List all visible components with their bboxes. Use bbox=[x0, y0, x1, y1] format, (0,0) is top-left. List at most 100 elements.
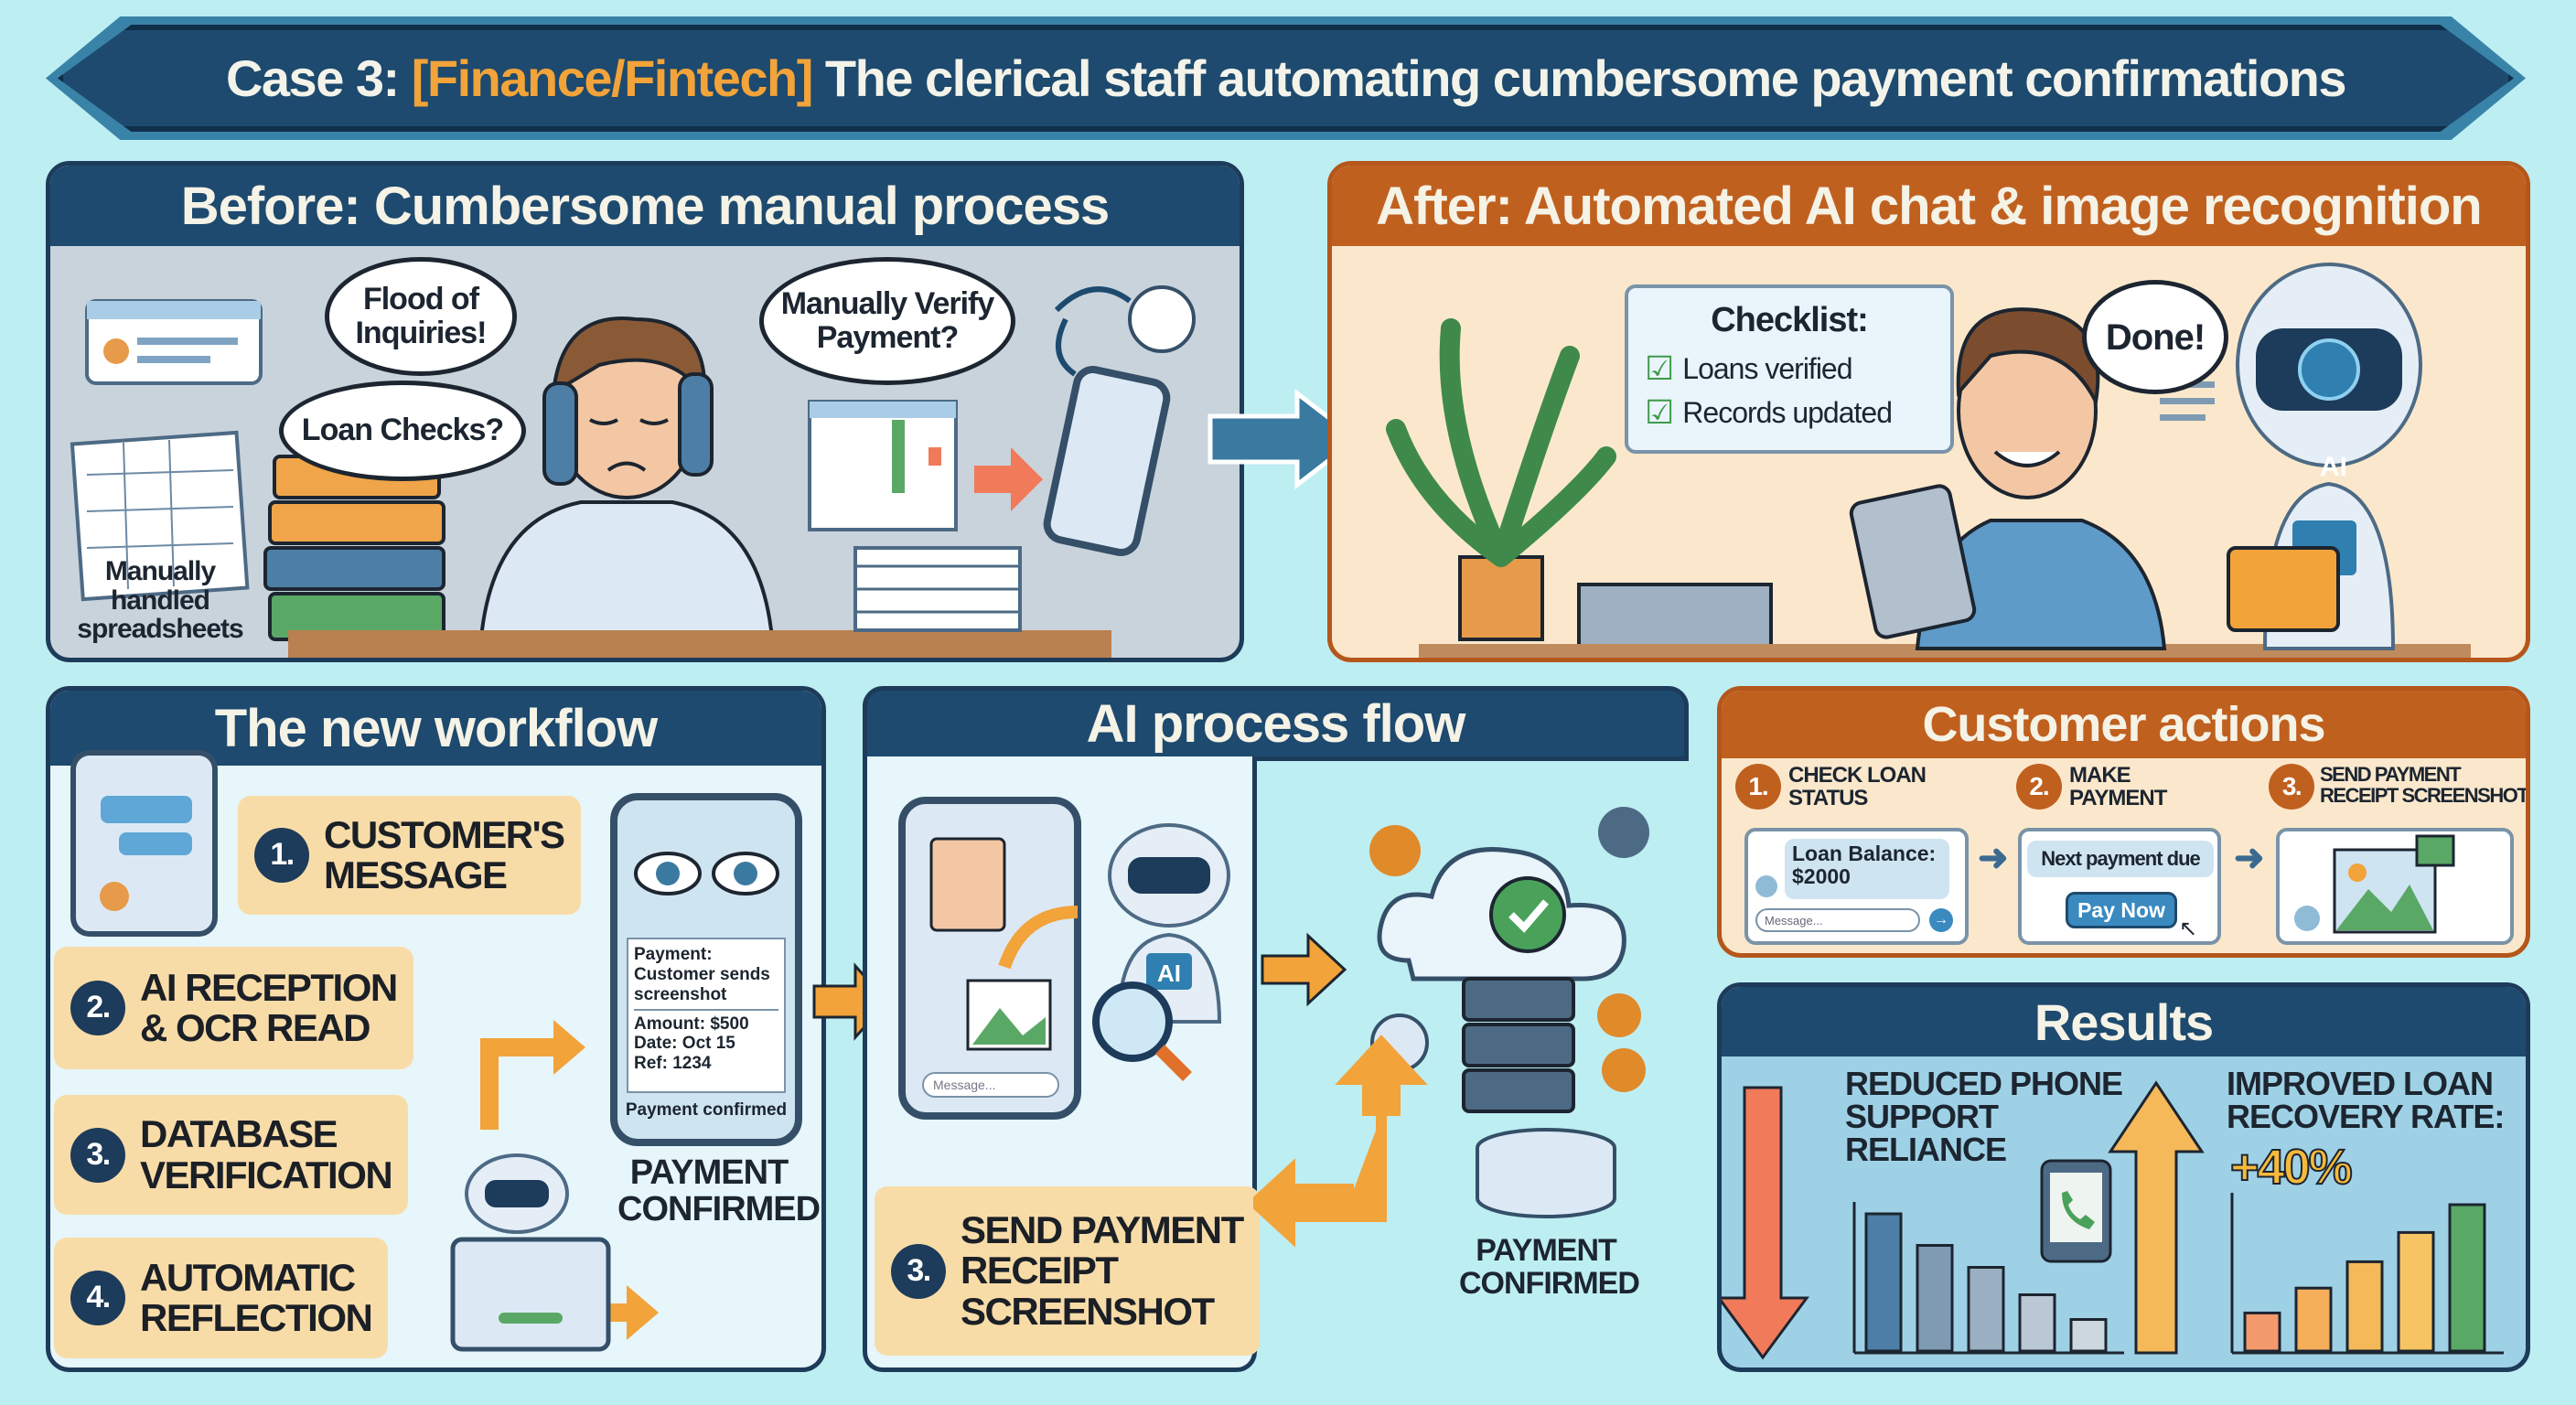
message-input[interactable]: Message... bbox=[1755, 908, 1920, 932]
step-number: 2. bbox=[70, 981, 125, 1035]
workflow-step-3: 3. DATABASE VERIFICATION bbox=[54, 1095, 409, 1215]
step-label: SEND PAYMENT RECEIPT SCREENSHOT bbox=[2320, 763, 2528, 808]
step-label: AUTOMATIC REFLECTION bbox=[140, 1255, 373, 1339]
spreadsheets-caption: Manually handled spreadsheets bbox=[77, 556, 243, 644]
customer-actions-panel: Customer actions 1.CHECK LOAN STATUS Loa… bbox=[1717, 686, 2530, 958]
happy-worker-illustration bbox=[1386, 263, 2471, 658]
robot-magnifier-icon bbox=[1092, 823, 1230, 1081]
speech-bubble-verify-payment: Manually Verify Payment? bbox=[759, 257, 1015, 385]
customer-actions-heading: Customer actions bbox=[1722, 691, 2526, 758]
chat-card: Loan Balance: $2000 Message... → bbox=[1744, 828, 1969, 945]
step-label: AI RECEPTION & OCR READ bbox=[140, 965, 398, 1049]
page-title: Case 3: [Finance/Fintech] The clerical s… bbox=[225, 48, 2347, 108]
scanning-eyes-icon bbox=[634, 852, 779, 896]
user-avatar-icon bbox=[1755, 875, 1777, 897]
step-number: 3. bbox=[70, 1127, 125, 1183]
step-label: DATABASE VERIFICATION bbox=[140, 1112, 393, 1196]
customer-avatar-icon bbox=[929, 837, 1006, 932]
before-to-after-arrow-icon bbox=[1208, 389, 1361, 489]
results-chart bbox=[1722, 1080, 2504, 1360]
step-number: 4. bbox=[70, 1271, 125, 1325]
speech-bubble-inquiries: Flood of Inquiries! bbox=[325, 257, 517, 376]
pay-now-button[interactable]: Pay Now bbox=[2066, 892, 2177, 928]
laptop-icon bbox=[1577, 583, 1773, 650]
result-bar bbox=[1916, 1244, 1954, 1353]
image-screenshot-icon bbox=[2294, 834, 2455, 934]
message-input[interactable]: Message... bbox=[922, 1072, 1059, 1098]
ocr-phone: Payment: Customer sends screenshot Amoun… bbox=[610, 793, 802, 1146]
mobile-phone-icon bbox=[1043, 366, 1171, 556]
server-stack-icon bbox=[1462, 977, 1575, 1113]
gear-icon bbox=[1369, 807, 1649, 1092]
workflow-step-1: 1. CUSTOMER'S MESSAGE bbox=[238, 796, 581, 915]
arrow-right-icon bbox=[1261, 932, 1347, 1007]
improved-loan-recovery-label: IMPROVED LOAN RECOVERY RATE: bbox=[2227, 1065, 2505, 1135]
receipt-ref: Ref: 1234 bbox=[634, 1054, 712, 1074]
checklist-card: Checklist: ☑Loans verified ☑Records upda… bbox=[1625, 284, 1954, 454]
recovery-rate-value: +40% bbox=[2229, 1139, 2354, 1196]
phone-call-icon bbox=[1128, 285, 1196, 353]
next-payment-bubble: Next payment due bbox=[2027, 841, 2214, 877]
receipt-subtitle: Customer sends screenshot bbox=[634, 965, 778, 1011]
right-bar-group bbox=[2243, 1203, 2486, 1353]
title-rest: The clerical staff automating cumbersome… bbox=[811, 49, 2347, 107]
phone-handset-icon bbox=[542, 381, 578, 486]
step-label: SEND PAYMENT RECEIPT SCREENSHOT bbox=[961, 1208, 1244, 1333]
receipt-date: Date: Oct 15 bbox=[634, 1034, 735, 1054]
step-label: CHECK LOAN STATUS bbox=[1788, 763, 1927, 811]
payment-card: Next payment due Pay Now ↖ bbox=[2018, 828, 2221, 945]
result-bar bbox=[2397, 1230, 2435, 1353]
step-number: 3. bbox=[2269, 764, 2314, 810]
result-bar bbox=[2018, 1293, 2056, 1353]
checklist-item: ☑Loans verified bbox=[1645, 349, 1934, 388]
checklist-item-label: Records updated bbox=[1682, 395, 1893, 429]
step-number: 1. bbox=[254, 828, 309, 883]
result-bar bbox=[2294, 1286, 2333, 1353]
send-icon[interactable]: → bbox=[1929, 908, 1953, 932]
result-bar bbox=[2069, 1318, 2108, 1353]
result-bar bbox=[2448, 1203, 2486, 1353]
loan-balance-bubble: Loan Balance: $2000 bbox=[1785, 839, 1949, 899]
payment-confirmed-caption: PAYMENT CONFIRMED bbox=[617, 1153, 821, 1228]
receipt-title: Payment: bbox=[634, 945, 713, 964]
stressed-worker-illustration bbox=[70, 285, 1196, 658]
step-label: MAKE PAYMENT bbox=[2069, 763, 2167, 811]
title-banner: Case 3: [Finance/Fintech] The clerical s… bbox=[58, 25, 2514, 132]
step-label: CUSTOMER'S MESSAGE bbox=[324, 812, 565, 896]
before-heading: Before: Cumbersome manual process bbox=[50, 166, 1240, 246]
arrow-right-icon bbox=[974, 447, 1043, 511]
checklist-item: ☑Records updated bbox=[1645, 393, 1934, 432]
workflow-step-4: 4. AUTOMATIC REFLECTION bbox=[54, 1238, 389, 1358]
phone-handset-icon bbox=[678, 372, 714, 477]
robot-icon bbox=[2227, 263, 2422, 650]
cursor-icon: ↖ bbox=[2179, 917, 2198, 941]
title-prefix: Case 3: bbox=[225, 49, 412, 107]
spreadsheet-window-icon bbox=[808, 400, 958, 531]
robot-ai-badge: AI bbox=[1157, 960, 1181, 987]
arrow-right-icon: ➜ bbox=[1978, 838, 2009, 878]
before-panel: Before: Cumbersome manual process bbox=[46, 161, 1244, 662]
arrow-up-right-icon bbox=[480, 1020, 585, 1130]
speech-bubble-done: Done! bbox=[2082, 280, 2228, 394]
screenshot-card bbox=[2276, 828, 2514, 945]
man-figure-icon bbox=[1849, 307, 2167, 650]
step-number: 1. bbox=[1735, 764, 1781, 810]
receipt-footer: Payment confirmed bbox=[625, 1100, 788, 1120]
result-bar bbox=[1967, 1266, 2005, 1353]
trend-up-arrow-icon bbox=[2108, 1080, 2205, 1355]
phone-icon bbox=[2040, 1159, 2112, 1263]
arrow-right-icon: ➜ bbox=[2234, 838, 2265, 878]
tablet-icon bbox=[1849, 484, 1977, 639]
receipt-amount: Amount: $500 bbox=[634, 1014, 749, 1034]
ai-flow-confirmed-caption: PAYMENT CONFIRMED bbox=[1459, 1233, 1640, 1301]
speech-bubble-loan-checks: Loan Checks? bbox=[279, 381, 526, 481]
step-number: 3. bbox=[891, 1243, 946, 1299]
cloud-server-illustration bbox=[1253, 807, 1649, 1248]
results-panel: Results REDUCED PHONE SUPPORT RELIANCE I… bbox=[1717, 982, 2530, 1372]
customer-step-1: 1.CHECK LOAN STATUS Loan Balance: $2000 … bbox=[1735, 764, 1975, 947]
robot-laptop-icon bbox=[450, 1153, 611, 1352]
worker-figure-icon bbox=[478, 316, 776, 650]
workflow-step-2: 2. AI RECEPTION & OCR READ bbox=[54, 947, 413, 1069]
checkbox-checked-icon: ☑ bbox=[1645, 393, 1674, 431]
binders-stack-icon bbox=[263, 455, 445, 641]
